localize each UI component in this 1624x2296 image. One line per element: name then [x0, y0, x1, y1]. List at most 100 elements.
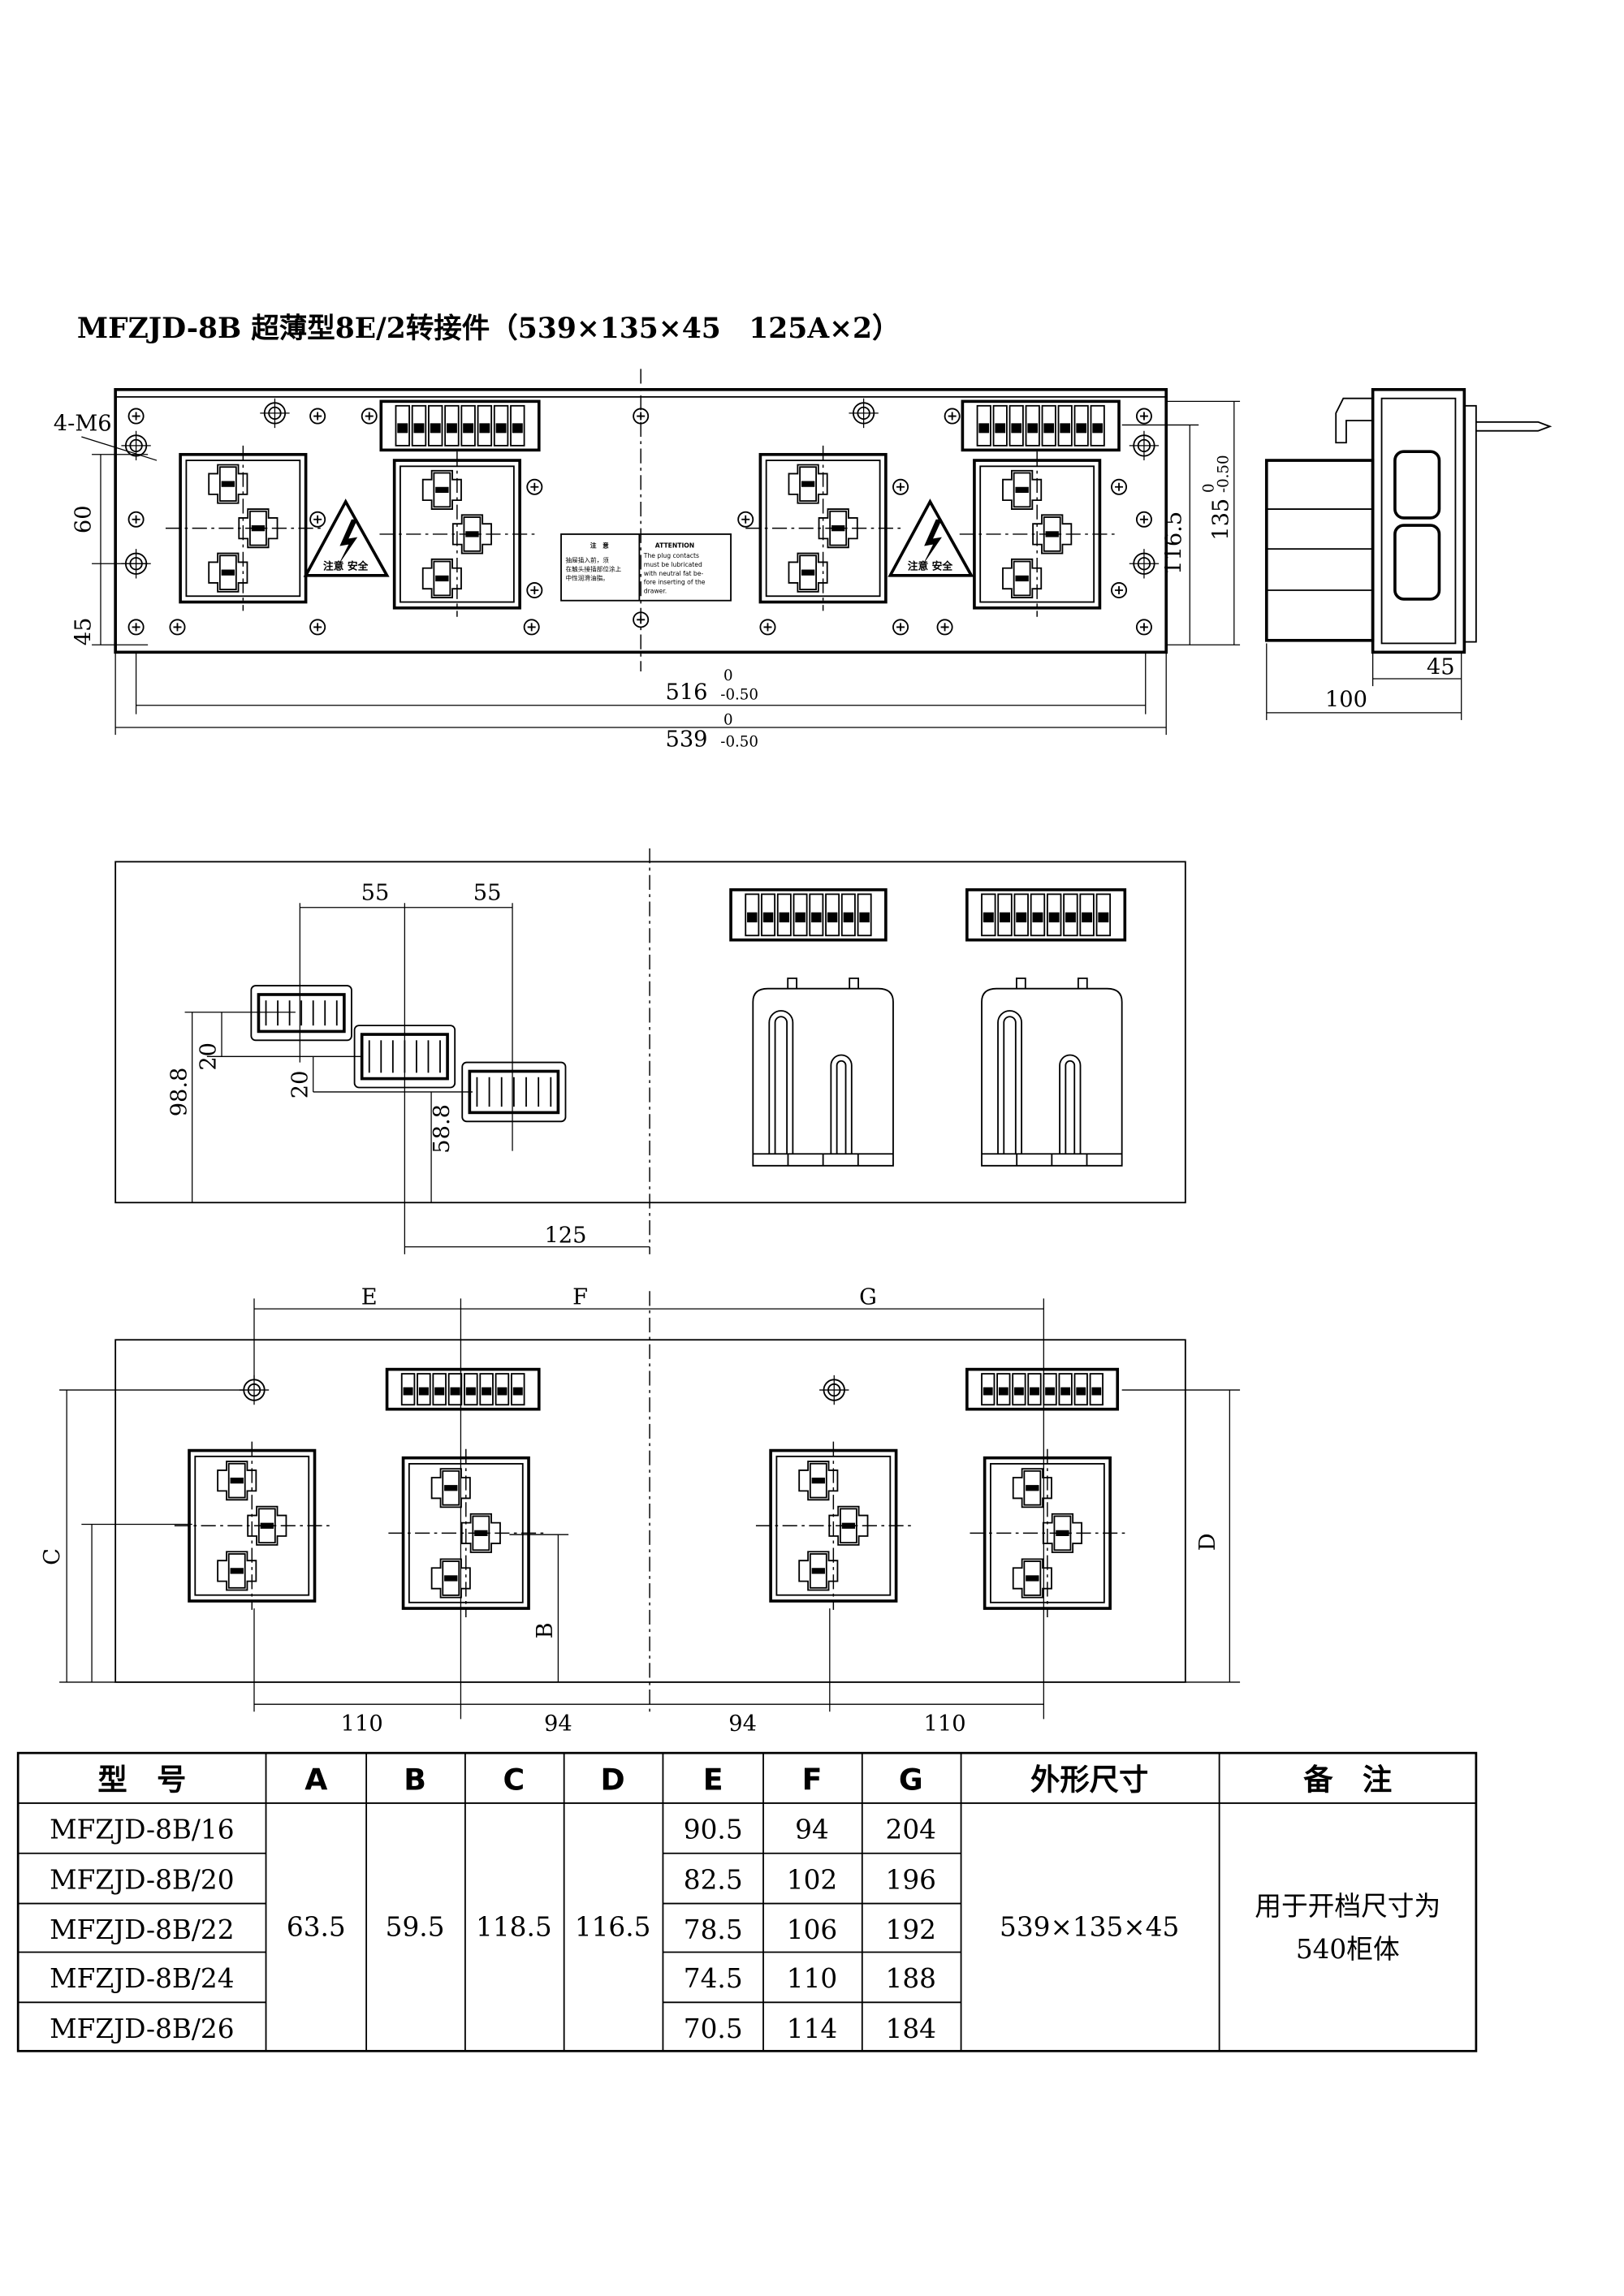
terminal-screw [1032, 912, 1043, 923]
layout-view: 55 55 98.8 20 20 58.8 125 [114, 848, 1186, 1254]
screw-icon [1111, 581, 1128, 598]
notice-en-title: ATTENTION [655, 542, 694, 549]
terminal-block [379, 399, 541, 452]
header-a: A [304, 1763, 327, 1798]
header-f: F [802, 1763, 823, 1798]
warning-text: 注意 安全 [323, 560, 369, 572]
terminal-screw [446, 423, 457, 434]
plug-outline [1002, 469, 1043, 510]
terminal-screw [811, 912, 822, 923]
plug-outline [238, 508, 279, 549]
screw-slot [132, 515, 140, 524]
terminal-screw [978, 423, 990, 434]
screw-icon [361, 408, 378, 425]
contact-slot [830, 1054, 853, 1154]
screw-icon [737, 511, 754, 528]
terminal-slot [447, 1373, 463, 1406]
plug-outline [1032, 514, 1073, 555]
terminal-screw [762, 912, 774, 923]
cell-model: MFZJD-8B/20 [50, 1864, 234, 1895]
terminal-slot [444, 404, 460, 447]
cell-f: 110 [787, 1963, 837, 1994]
notice-en-line: with neutral fat be- [644, 570, 704, 577]
terminal-screw [495, 423, 507, 434]
dim-side-100: 100 [1325, 688, 1367, 713]
terminal-screw [843, 912, 854, 923]
plug-contacts [1026, 1575, 1039, 1582]
contact-slot [997, 1010, 1022, 1154]
mount-hole-label: 4-M6 [54, 412, 112, 437]
lightning-icon [922, 519, 942, 566]
screw-icon [1111, 478, 1128, 495]
terminal-screw [995, 423, 1006, 434]
connector-outer [250, 985, 352, 1042]
notice-en-line: The plug contacts [643, 552, 699, 559]
terminal-screw [1076, 1387, 1086, 1396]
screw-icon [944, 408, 961, 425]
screw-slot [1139, 515, 1148, 524]
terminal-frame [385, 1367, 541, 1411]
terminal-frame [965, 1367, 1120, 1411]
plug-outline [460, 1513, 501, 1553]
dim-label-f: F [572, 1285, 588, 1310]
terminal-screw [1013, 1387, 1024, 1396]
warning-triangle [888, 498, 974, 577]
terminal-screw [1092, 423, 1104, 434]
dim-539-value: 539 [666, 727, 708, 753]
cell-model: MFZJD-8B/26 [50, 2013, 234, 2044]
plug-body [809, 1462, 827, 1499]
plug-outline [828, 1505, 869, 1546]
cell-e: 90.5 [684, 1815, 743, 1845]
plug-contacts [1015, 575, 1029, 582]
contact-housing [752, 978, 894, 1167]
terminal-screw [1045, 1387, 1055, 1396]
dim-94-right: 94 [728, 1711, 757, 1737]
screw-slot [132, 412, 140, 421]
plug-outline [1002, 558, 1043, 598]
tolerance-upper: 0 [723, 711, 733, 728]
plug-contacts [1026, 1485, 1039, 1491]
socket-centerline [745, 445, 901, 611]
terminal-screw [1082, 912, 1093, 923]
side-view: 45 100 [1264, 387, 1553, 720]
bottom-view: E F G C D B 110 94 94 110 [40, 1285, 1241, 1737]
dim-94-left: 94 [544, 1711, 572, 1737]
notice-zh-title: 注 意 [590, 541, 609, 549]
screw-icon [309, 619, 326, 636]
terminal-screw [859, 912, 870, 923]
dim-label-d: D [1195, 1533, 1220, 1551]
screw-slot [530, 585, 539, 594]
screw-icon [309, 408, 326, 425]
cell-e: 70.5 [684, 2013, 743, 2044]
dim-45: 45 [71, 618, 96, 646]
terminal-screw [998, 1387, 1009, 1396]
terminal-slot [1013, 893, 1029, 937]
dim-side-45: 45 [1427, 655, 1455, 680]
terminal-slot [809, 893, 824, 937]
cell-model: MFZJD-8B/22 [50, 1914, 234, 1945]
terminal-slot [432, 1373, 447, 1406]
hole-crosshair [121, 430, 151, 461]
terminal-slot [1025, 404, 1040, 447]
mount-hole [1129, 430, 1160, 461]
housing-pin [1015, 978, 1026, 989]
plug-body [1023, 1560, 1042, 1596]
terminal-screw [983, 912, 994, 923]
plug-contacts [435, 486, 449, 494]
terminal-screw [747, 912, 758, 923]
notice-en-line: fore inserting of the [644, 579, 706, 586]
terminal-screw [983, 1387, 993, 1396]
tolerance-upper: 0 [1200, 483, 1217, 493]
contact-slot [768, 1010, 794, 1154]
plug-contacts [444, 1485, 458, 1491]
plug-body [442, 1560, 460, 1596]
dim-516-value: 516 [666, 680, 708, 705]
terminal-slot [976, 404, 991, 447]
screw-slot [173, 623, 182, 632]
contact-housing [981, 978, 1123, 1167]
socket-block [755, 1441, 911, 1610]
cell-g: 204 [886, 1815, 936, 1845]
